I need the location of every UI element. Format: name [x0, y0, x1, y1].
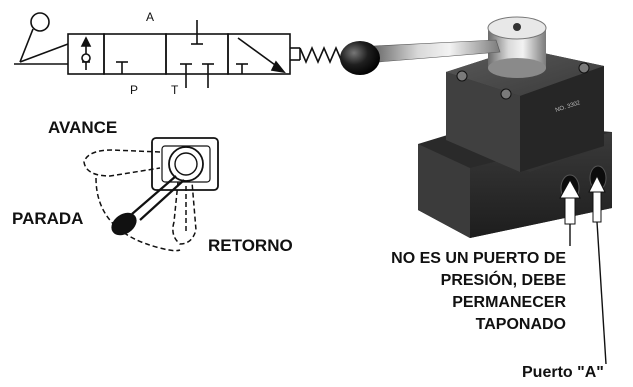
return-label: RETORNO — [208, 236, 293, 255]
port-a-callout: Puerto "A" — [522, 364, 604, 381]
handle-positions-diagram — [83, 137, 219, 252]
advance-label: AVANCE — [48, 118, 118, 137]
pressure-port-callout: NO ES UN PUERTO DE PRESIÓN, DEBE PERMANE… — [340, 248, 566, 336]
handle-knob-stop — [111, 212, 137, 236]
callout-line-4: TAPONADO — [475, 316, 566, 333]
ghost-handle-return — [172, 181, 197, 245]
handle-housing — [151, 137, 219, 191]
valve-schematic-symbol — [14, 12, 343, 88]
callout-line-2: PRESIÓN, DEBE — [440, 272, 566, 289]
valve-photo: NO. 3302 — [340, 16, 612, 365]
ghost-handle-advance — [83, 149, 161, 177]
callout-line-3: PERMANECER — [452, 294, 566, 311]
envelope-right — [227, 33, 291, 75]
lever-knob-icon — [340, 41, 380, 75]
port-t-label: T — [171, 83, 179, 97]
lever-operator-symbol — [14, 12, 69, 65]
spring-symbol — [290, 45, 343, 65]
callout-line-1: NO ES UN PUERTO DE — [391, 250, 566, 267]
port-a-schematic-label: A — [146, 10, 155, 24]
travel-arc — [95, 177, 181, 252]
stop-label: PARADA — [12, 209, 84, 228]
port-p-label: P — [130, 83, 139, 97]
envelope-left — [103, 33, 167, 75]
